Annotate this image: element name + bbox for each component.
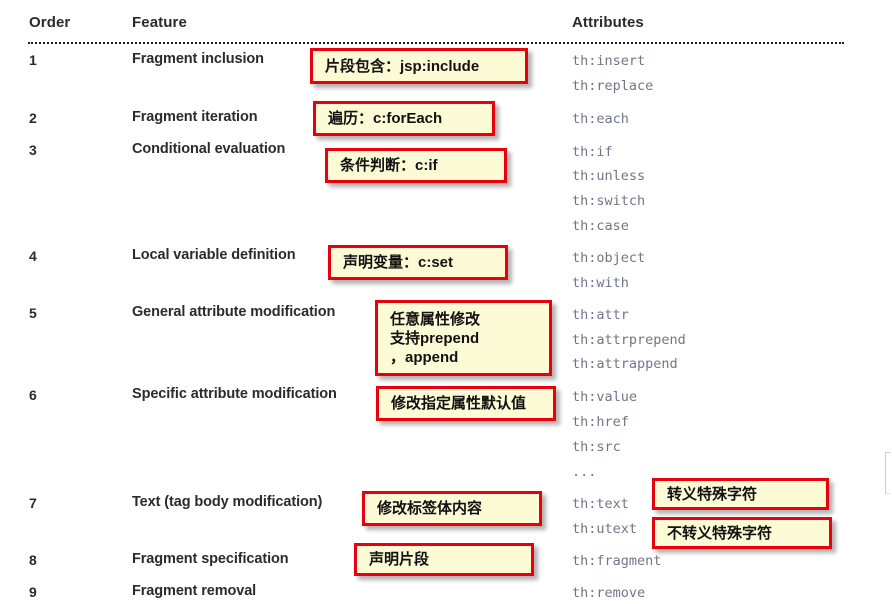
attribute-item: th:each bbox=[572, 111, 629, 127]
annotation-text: 支持prepend bbox=[390, 330, 480, 347]
attribute-item: th:insert bbox=[572, 53, 646, 69]
attribute-item: th:if bbox=[572, 144, 613, 160]
annotation-callout-fragment-inclusion: 片段包含：jsp:include bbox=[310, 48, 528, 84]
attribute-item: th:href bbox=[572, 414, 629, 430]
annotation-callout-escape-special-chars: 转义特殊字符 bbox=[652, 478, 829, 510]
annotation-text: 声明片段 bbox=[369, 551, 430, 568]
table-row-feature: Fragment inclusion bbox=[132, 51, 264, 67]
annotation-callout-fragment-iteration: 遍历：c:forEach bbox=[313, 101, 495, 136]
table-row-feature: Fragment iteration bbox=[132, 109, 258, 125]
annotation-text: 修改标签体内容 bbox=[377, 500, 483, 517]
attribute-item: th:unless bbox=[572, 168, 646, 184]
table-row-feature: Conditional evaluation bbox=[132, 141, 286, 157]
table-row-feature: Local variable definition bbox=[132, 247, 296, 263]
table-row-feature: Specific attribute modification bbox=[132, 386, 337, 402]
attribute-item: th:with bbox=[572, 275, 629, 291]
table-row-order: 9 bbox=[29, 584, 37, 600]
scrollbar-sliver[interactable] bbox=[885, 452, 890, 494]
annotation-text: 不转义特殊字符 bbox=[667, 524, 773, 542]
table-row-feature: Fragment specification bbox=[132, 551, 289, 567]
attribute-item: th:case bbox=[572, 218, 629, 234]
attribute-item: th:fragment bbox=[572, 553, 662, 569]
table-row-order: 8 bbox=[29, 552, 37, 568]
attribute-item: th:object bbox=[572, 250, 646, 266]
attribute-item: th:switch bbox=[572, 193, 646, 209]
annotation-text: 转义特殊字符 bbox=[667, 485, 758, 503]
attribute-item: th:utext bbox=[572, 521, 638, 537]
table-row-order: 2 bbox=[29, 110, 37, 126]
annotation-text: ，append bbox=[390, 349, 459, 366]
table-row-feature: General attribute modification bbox=[132, 304, 336, 320]
annotation-text: 修改指定属性默认值 bbox=[391, 395, 527, 412]
table-row-order: 4 bbox=[29, 248, 37, 264]
annotation-callout-local-variable: 声明变量：c:set bbox=[328, 245, 508, 280]
header-divider bbox=[28, 42, 844, 44]
attribute-item: th:value bbox=[572, 389, 638, 405]
attribute-item: th:attrappend bbox=[572, 356, 678, 372]
annotation-text: 片段包含：jsp:include bbox=[325, 57, 480, 75]
attribute-item: th:replace bbox=[572, 78, 654, 94]
attribute-item: th:text bbox=[572, 496, 629, 512]
table-row-order: 3 bbox=[29, 142, 37, 158]
attribute-item: th:attr bbox=[572, 307, 629, 323]
annotation-text: 任意属性修改 bbox=[390, 311, 481, 328]
annotation-callout-unescape-special-chars: 不转义特殊字符 bbox=[652, 517, 832, 549]
table-row-order: 7 bbox=[29, 495, 37, 511]
table-row-order: 6 bbox=[29, 387, 37, 403]
annotation-text: 遍历：c:forEach bbox=[328, 110, 443, 127]
annotation-callout-general-attribute: 任意属性修改 支持prepend ，append bbox=[375, 300, 552, 376]
table-row-feature: Fragment removal bbox=[132, 583, 257, 599]
attribute-item: ... bbox=[572, 464, 597, 480]
column-header-feature: Feature bbox=[132, 14, 187, 31]
attribute-item: th:attrprepend bbox=[572, 332, 686, 348]
attribute-item: th:remove bbox=[572, 585, 646, 601]
attribute-item: th:src bbox=[572, 439, 621, 455]
annotation-callout-conditional-evaluation: 条件判断：c:if bbox=[325, 148, 507, 183]
table-row-feature: Text (tag body modification) bbox=[132, 494, 323, 510]
annotation-callout-fragment-specification: 声明片段 bbox=[354, 543, 534, 576]
column-header-attributes: Attributes bbox=[572, 14, 644, 31]
annotation-callout-specific-attribute: 修改指定属性默认值 bbox=[376, 386, 556, 421]
table-header-row: Order Feature Attributes bbox=[0, 14, 892, 38]
annotation-callout-text-body: 修改标签体内容 bbox=[362, 491, 542, 526]
table-row-order: 1 bbox=[29, 52, 37, 68]
annotation-text: 条件判断：c:if bbox=[340, 157, 438, 174]
table-row-order: 5 bbox=[29, 305, 37, 321]
annotation-text: 声明变量：c:set bbox=[343, 254, 454, 271]
column-header-order: Order bbox=[29, 14, 71, 31]
